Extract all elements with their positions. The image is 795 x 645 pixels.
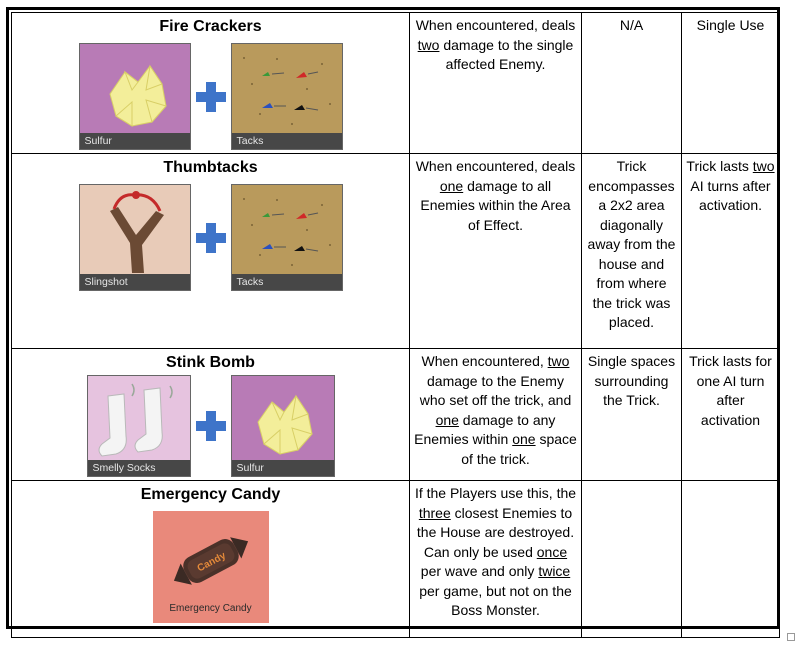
card-label: Emergency Candy xyxy=(169,602,252,614)
area-cell xyxy=(581,480,682,638)
trick-title: Emergency Candy xyxy=(140,486,281,503)
recipe: Sulfur Tacks xyxy=(16,43,405,150)
table-resize-handle[interactable] xyxy=(787,633,795,641)
tricks-table-frame: Fire Crackers Sulfur xyxy=(6,7,780,638)
trick-title: Stink Bomb xyxy=(166,354,255,371)
plus-icon xyxy=(195,410,227,442)
table-row: Thumbtacks Slingshot xyxy=(11,153,780,349)
trick-title: Thumbtacks xyxy=(163,159,258,176)
card-label: Sulfur xyxy=(231,460,334,476)
duration-cell: Trick lasts two AI turns after activatio… xyxy=(681,153,780,349)
smelly-socks-icon xyxy=(98,383,173,457)
effect-cell: When encountered, deals one damage to al… xyxy=(409,153,582,349)
duration-cell xyxy=(681,480,780,638)
slingshot-card: Slingshot xyxy=(78,184,191,291)
sulfur-card: Sulfur xyxy=(78,43,191,150)
area-cell: N/A xyxy=(581,12,682,154)
table-row: Fire Crackers Sulfur xyxy=(11,12,780,154)
candy-card: Candy Emergency Candy xyxy=(152,511,269,623)
plus-icon xyxy=(195,222,227,254)
area-cell: Single spaces surrounding the Trick. xyxy=(581,348,682,481)
trick-cell: Thumbtacks Slingshot xyxy=(11,153,410,349)
area-cell: Trick encompasses a 2x2 area diagonally … xyxy=(581,153,682,349)
sulfur-crystal-icon xyxy=(108,64,167,127)
candy-icon: Candy xyxy=(173,537,248,585)
recipe: Smelly Socks Sulfur xyxy=(16,375,405,477)
tacks-icon xyxy=(242,198,331,266)
tricks-table: Fire Crackers Sulfur xyxy=(11,12,780,638)
plus-icon xyxy=(195,81,227,113)
card-label: Sulfur xyxy=(79,133,190,149)
table-row: Emergency Candy Candy Emergency Candy If… xyxy=(11,480,780,638)
duration-cell: Trick lasts for one AI turn after activa… xyxy=(681,348,780,481)
effect-cell: If the Players use this, the three close… xyxy=(409,480,582,638)
table-row: Stink Bomb Smelly Socks xyxy=(11,348,780,481)
slingshot-icon xyxy=(109,191,164,273)
effect-cell: When encountered, two damage to the Enem… xyxy=(409,348,582,481)
sulfur-crystal-icon xyxy=(256,394,313,455)
effect-cell: When encountered, deals two damage to th… xyxy=(409,12,582,154)
trick-cell: Emergency Candy Candy Emergency Candy xyxy=(11,480,410,638)
recipe: Slingshot Tacks xyxy=(16,184,405,291)
card-label: Smelly Socks xyxy=(87,460,190,476)
duration-cell: Single Use xyxy=(681,12,780,154)
trick-title: Fire Crackers xyxy=(159,18,262,35)
card-label: Tacks xyxy=(231,133,342,149)
socks-card: Smelly Socks xyxy=(86,375,191,477)
tacks-card: Tacks xyxy=(230,43,343,150)
tacks-icon xyxy=(242,57,331,125)
tacks-card: Tacks xyxy=(230,184,343,291)
card-label: Slingshot xyxy=(79,274,190,290)
trick-cell: Stink Bomb Smelly Socks xyxy=(11,348,410,481)
card-label: Tacks xyxy=(231,274,342,290)
sulfur-card: Sulfur xyxy=(230,375,335,477)
trick-cell: Fire Crackers Sulfur xyxy=(11,12,410,154)
